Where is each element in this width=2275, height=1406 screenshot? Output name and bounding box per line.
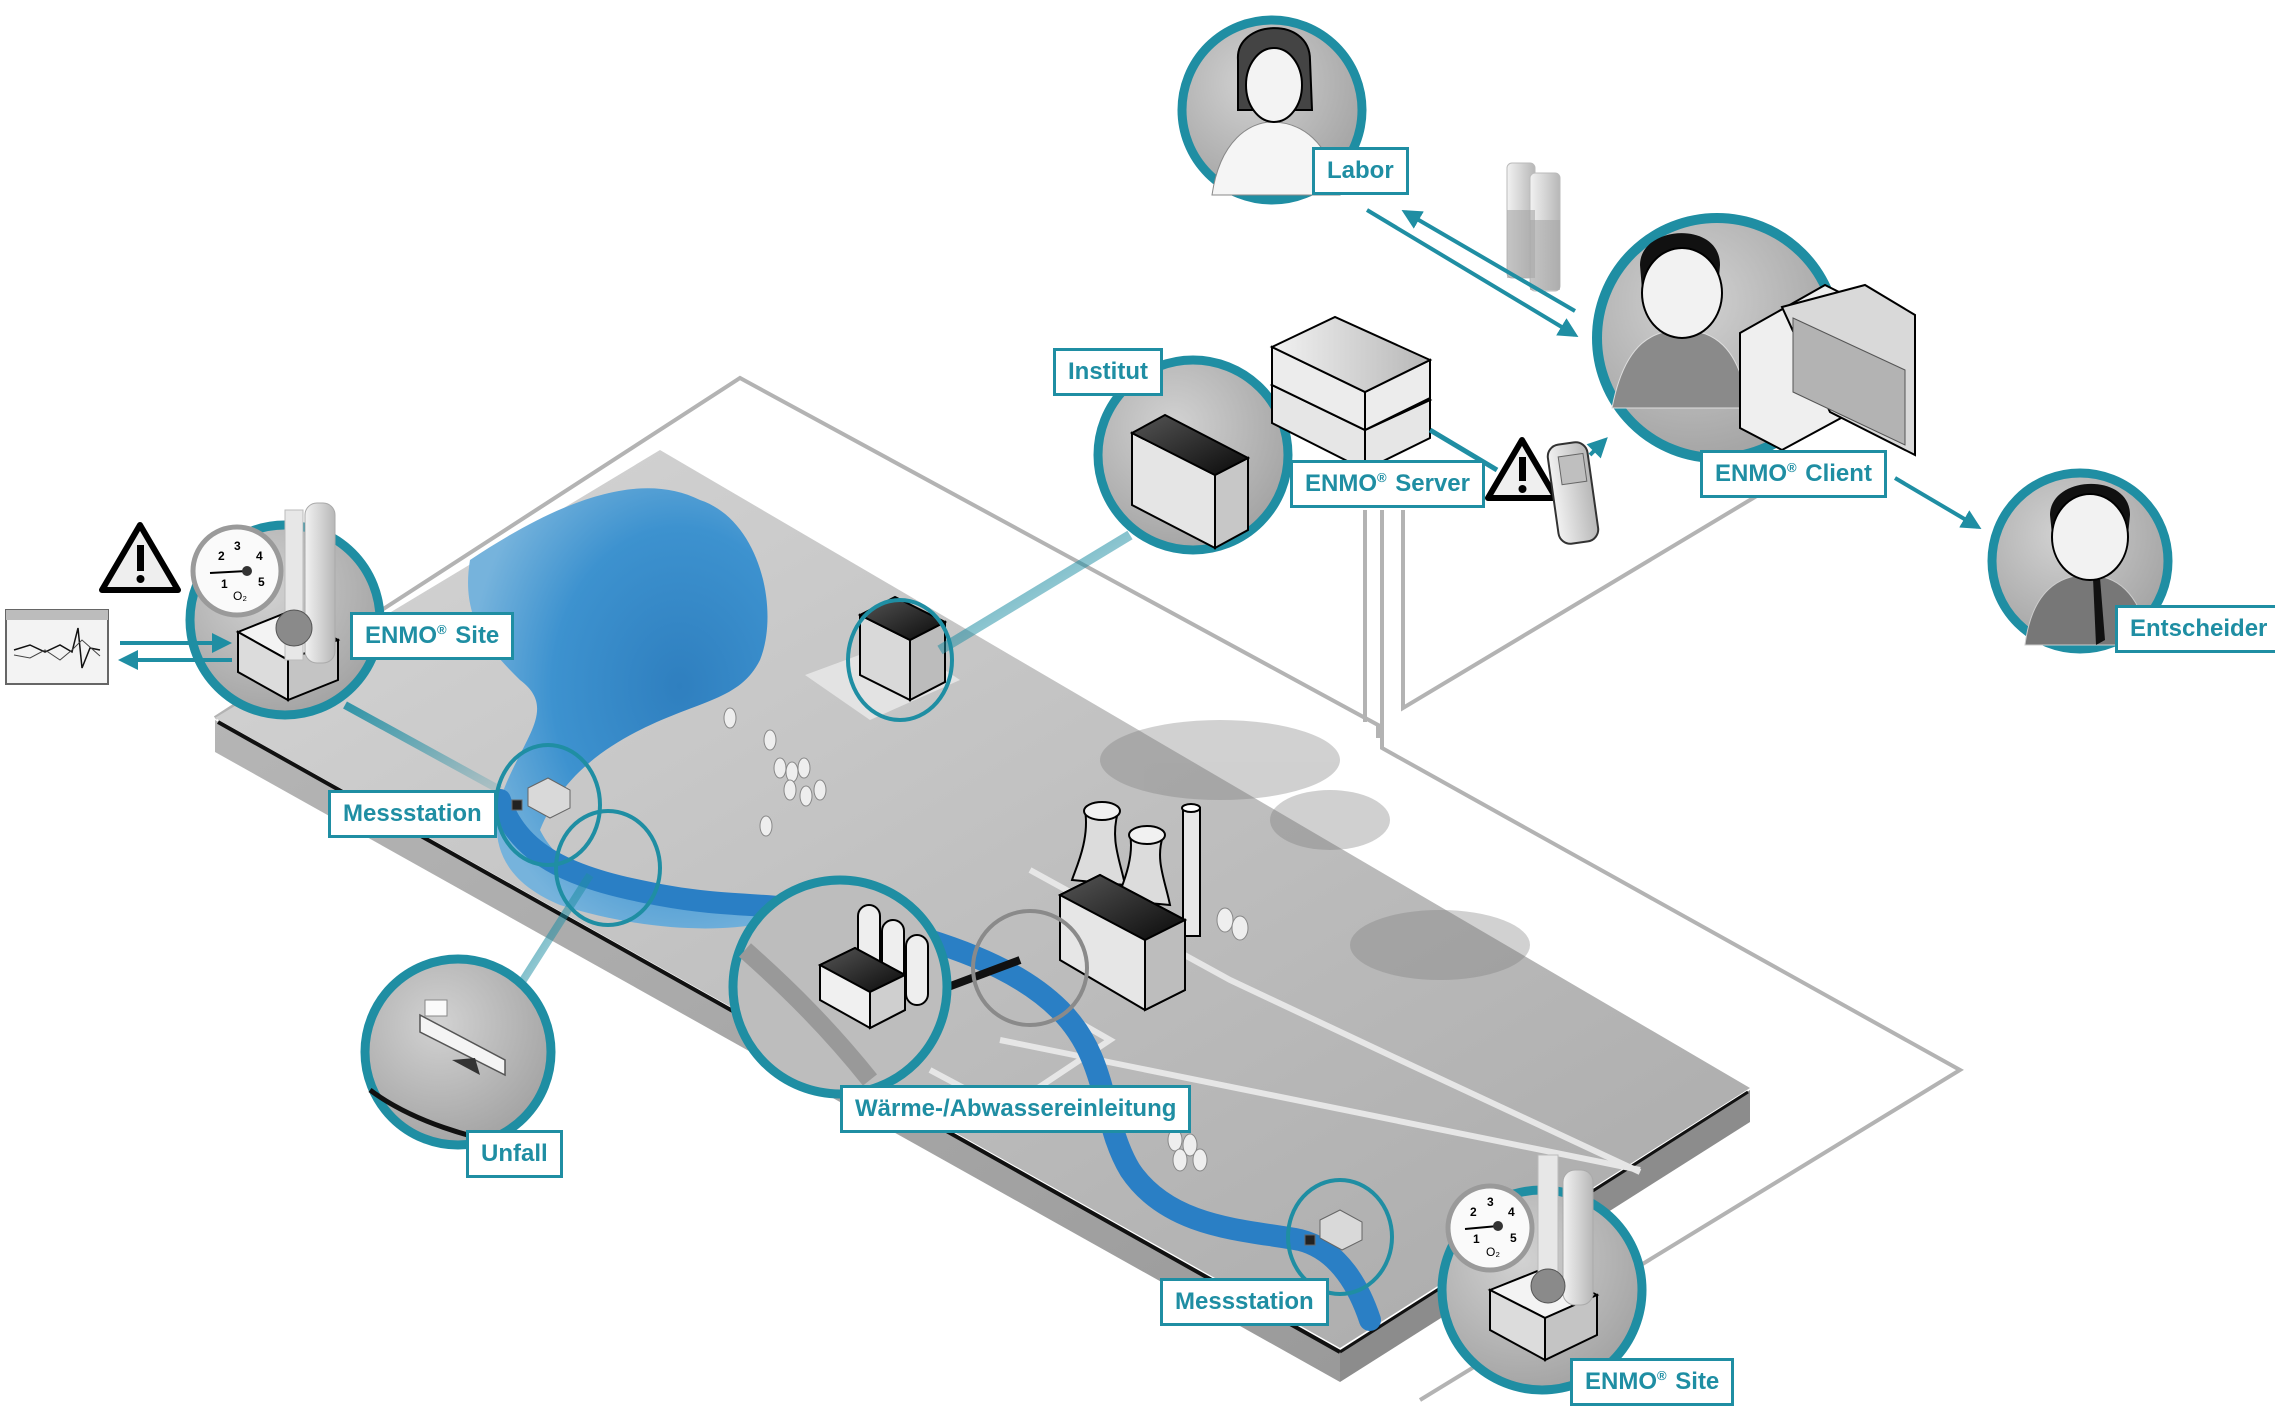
registered-mark: ® xyxy=(1657,1368,1667,1383)
label-institut-text: Institut xyxy=(1068,358,1148,385)
label-labor: Labor xyxy=(1312,147,1409,195)
connector-site-to-messstation xyxy=(343,701,502,794)
sample-tubes-icon xyxy=(1506,162,1561,292)
gauge-unit: O₂ xyxy=(1486,1245,1500,1259)
label-institut: Institut xyxy=(1053,348,1163,396)
label-suffix: Client xyxy=(1805,460,1872,487)
arrow-client-to-labor xyxy=(1401,209,1577,313)
gauge-tick-4: 4 xyxy=(1508,1205,1515,1219)
label-unfall-text: Unfall xyxy=(481,1140,548,1167)
trees xyxy=(723,707,1249,1172)
focus-ring-institut xyxy=(846,598,954,722)
user-with-workstation-icon xyxy=(1611,233,1916,457)
network-line-board-outline xyxy=(213,375,1380,738)
label-messstation-text: Messstation xyxy=(1175,1288,1314,1315)
label-enmo-site-bottom: ENMO® Site xyxy=(1570,1358,1735,1406)
power-plant xyxy=(1057,801,1201,1012)
focus-ring-plant xyxy=(971,909,1089,1027)
gauge-tick-2: 2 xyxy=(1470,1205,1477,1219)
label-messstation-bottom: Messstation xyxy=(1160,1278,1329,1326)
warning-icon xyxy=(1485,437,1559,501)
label-unfall: Unfall xyxy=(466,1130,563,1178)
label-enmo-server: ENMO® Server xyxy=(1290,460,1485,508)
network-line-server-mid xyxy=(1380,510,1964,1402)
alert-mobile-group xyxy=(1485,437,1600,545)
gauge-tick-5: 5 xyxy=(1510,1231,1517,1245)
label-entscheider: Entscheider xyxy=(2115,605,2275,653)
office-building-icon xyxy=(1129,413,1251,550)
label-labor-text: Labor xyxy=(1327,157,1394,184)
connector-plant-detail xyxy=(938,956,1022,994)
gauge-tick-1: 1 xyxy=(221,577,228,591)
network-lines xyxy=(213,375,1964,1402)
smoke xyxy=(1100,720,1530,980)
site-warning-icon xyxy=(99,522,181,593)
gauge-unit: O₂ xyxy=(233,589,247,603)
arrow-client-to-entscheider xyxy=(1893,476,1982,530)
enmo-client-node xyxy=(1592,213,1916,463)
lab-technician-avatar-icon xyxy=(1211,27,1341,196)
label-brand: ENMO xyxy=(365,622,437,649)
gauge-tick-3: 3 xyxy=(234,539,241,553)
registered-mark: ® xyxy=(437,622,447,637)
label-entscheider-text: Entscheider xyxy=(2130,615,2268,642)
rack-server-icon xyxy=(1269,315,1433,472)
registered-mark: ® xyxy=(1377,470,1387,485)
focus-ring-ship xyxy=(554,809,662,927)
label-brand: ENMO xyxy=(1715,460,1787,487)
waerme-detail-circle xyxy=(728,875,952,1099)
lake xyxy=(468,488,820,929)
messstation-container-top xyxy=(511,777,571,819)
network-line-server-client xyxy=(1401,483,1777,712)
label-brand: ENMO xyxy=(1585,1368,1657,1395)
registered-mark: ® xyxy=(1787,460,1797,475)
teal-connectors xyxy=(343,530,1430,1244)
mobile-phone-icon xyxy=(1546,441,1600,545)
sensor-station-icon xyxy=(235,502,341,702)
unfall-detail-circle xyxy=(360,954,556,1153)
label-enmo-site-top: ENMO® Site xyxy=(350,612,515,660)
river xyxy=(489,789,1381,1331)
industrial-plant-icon xyxy=(817,904,929,1030)
chart-window-icon xyxy=(5,609,109,685)
gauge-tick-4: 4 xyxy=(256,549,263,563)
label-enmo-client: ENMO® Client xyxy=(1700,450,1887,498)
gauge-tick-1: 1 xyxy=(1473,1232,1480,1246)
label-waerme-abwassereinleitung: Wärme-/Abwassereinleitung xyxy=(840,1085,1192,1133)
label-messstation-top: Messstation xyxy=(328,790,497,838)
label-suffix: Server xyxy=(1395,470,1470,497)
connector-ship-to-unfall xyxy=(516,872,594,988)
label-messstation-text: Messstation xyxy=(343,800,482,827)
focus-ring-messstation-bottom xyxy=(1286,1178,1394,1296)
arrow-labor-to-client xyxy=(1365,208,1579,338)
institut-node xyxy=(1093,355,1293,555)
enmo-site-top-node: 2 3 4 1 5 O₂ xyxy=(185,502,385,720)
gauge-tick-2: 2 xyxy=(218,549,225,563)
gauge-tick-3: 3 xyxy=(1487,1195,1494,1209)
label-suffix: Site xyxy=(455,622,500,649)
ship-accident-icon xyxy=(419,999,506,1077)
board-institut-building xyxy=(805,595,960,720)
arrow-mobile-to-client xyxy=(1586,437,1608,459)
enmo-site-bottom-node: 2 3 4 1 5 O₂ xyxy=(1437,1154,1647,1395)
label-waerme-text: Wärme-/Abwassereinleitung xyxy=(855,1095,1177,1122)
oxygen-gauge-icon: 2 3 4 1 5 O₂ xyxy=(1445,1183,1535,1273)
label-brand: ENMO xyxy=(1305,470,1377,497)
messstation-container-bottom xyxy=(1304,1209,1363,1251)
oxygen-gauge-icon: 2 3 4 1 5 O₂ xyxy=(190,524,284,618)
label-suffix: Site xyxy=(1675,1368,1720,1395)
gauge-tick-5: 5 xyxy=(258,575,265,589)
connector-institut-to-board xyxy=(937,530,1133,655)
connector-server-to-alert xyxy=(1428,427,1499,473)
sensor-station-icon xyxy=(1487,1154,1600,1362)
